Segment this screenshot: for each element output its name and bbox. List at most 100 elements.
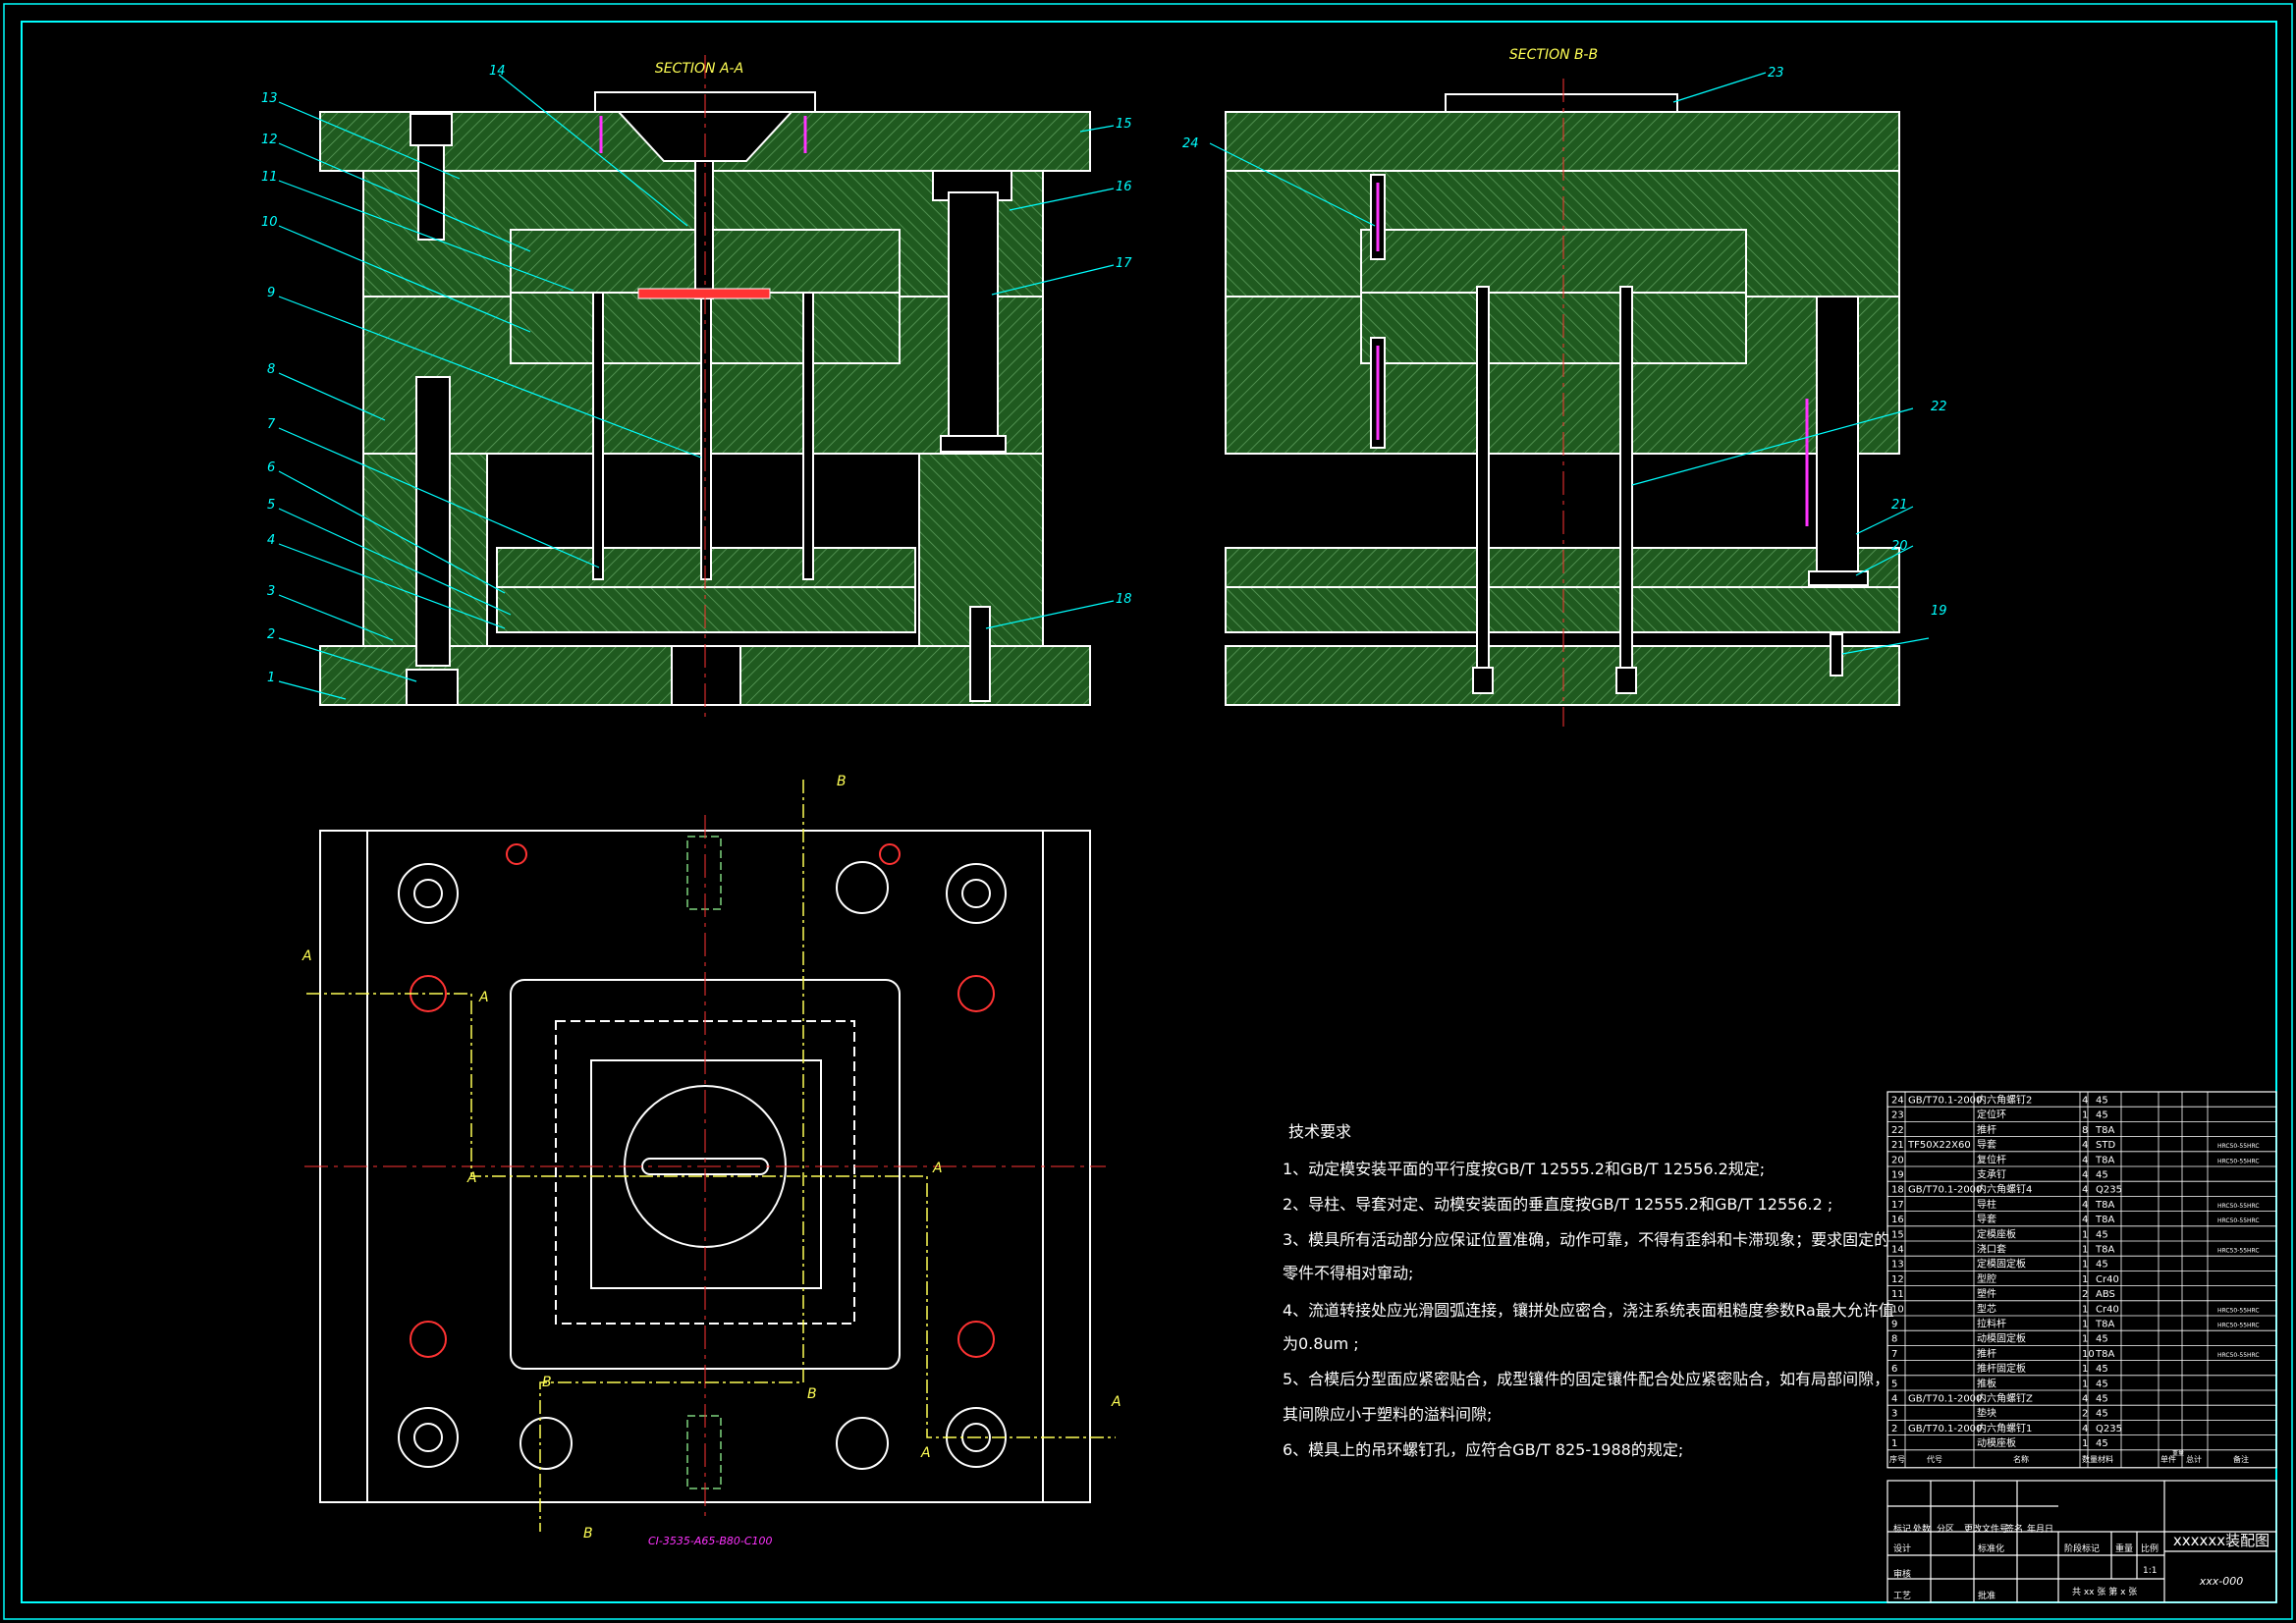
- leaders-a: [278, 72, 1930, 700]
- bom-cell-no: 23: [1891, 1110, 1904, 1121]
- screw-markers-b: [1376, 183, 1809, 526]
- bom-cell-name: 垫块: [1977, 1407, 1996, 1420]
- bom-cell-name: 浇口套: [1977, 1243, 2006, 1256]
- bom-cell-no: 24: [1891, 1096, 1904, 1107]
- tech-line-3: 3、模具所有活动部分应保证位置准确，动作可靠，不得有歪斜和卡滞现象；要求固定的: [1283, 1230, 1889, 1249]
- sprue-channel: [694, 160, 714, 299]
- callout-17: 17: [1116, 256, 1132, 271]
- callout-13: 13: [261, 91, 278, 106]
- bom-cell-note: HRC50-55HRC: [2217, 1203, 2260, 1210]
- bom-cell-code: GB/T70.1-2000: [1908, 1424, 1982, 1434]
- bom-cell-qty: 1: [2082, 1260, 2088, 1271]
- bom-cell-no: 1: [1891, 1438, 1897, 1449]
- bom-cell-qty: 4: [2082, 1200, 2088, 1211]
- bom-cell-no: 10: [1891, 1304, 1904, 1315]
- tb-role-process: 工艺: [1893, 1591, 1911, 1601]
- bom-cell-no: 3: [1891, 1409, 1897, 1420]
- bom-cell-mat: 45: [2096, 1379, 2108, 1389]
- bom-header-mat: 材料: [2098, 1454, 2113, 1464]
- bom-cell-mat: 45: [2096, 1260, 2108, 1271]
- bom-cell-name: 定模座板: [1977, 1227, 2016, 1240]
- bom-cell-name: 推杆: [1977, 1347, 1996, 1360]
- tech-line-7: 5、合模后分型面应紧密贴合，成型镶件的固定镶件配合处应紧密贴合，如有局部间隙，: [1283, 1370, 1889, 1388]
- bom-cell-note: HRC50-55HRC: [2217, 1352, 2260, 1359]
- bom-cell-mat: Q235: [2096, 1185, 2122, 1196]
- cut-line-b: [539, 780, 804, 1532]
- bom-cell-no: 19: [1891, 1170, 1904, 1181]
- tb-stage: 阶段标记: [2064, 1542, 2100, 1554]
- callout-7: 7: [267, 417, 276, 432]
- section-marks: A A A A A A B B B B B B: [301, 774, 1121, 1542]
- bom-cell-no: 11: [1891, 1289, 1904, 1300]
- bom-cell-code: GB/T70.1-2000: [1908, 1185, 1982, 1196]
- bom-cell-no: 12: [1891, 1274, 1904, 1285]
- bom-cell-no: 2: [1891, 1424, 1897, 1434]
- tech-line-9: 6、模具上的吊环螺钉孔，应符合GB/T 825-1988的规定;: [1283, 1440, 1683, 1459]
- cavity-insert-b: [1360, 229, 1747, 294]
- ejector-retainer-plate-b: [1225, 547, 1900, 588]
- bom-header-no: 序号: [1889, 1454, 1905, 1464]
- tb-label-count: 处数: [1913, 1523, 1931, 1535]
- section-bb-title: SECTION B-B: [1509, 47, 1598, 63]
- bom-cell-name: 动模固定板: [1977, 1332, 2026, 1345]
- bom-cell-qty: 1: [2082, 1110, 2088, 1121]
- bom-cell-mat: 45: [2096, 1409, 2108, 1420]
- tb-label-sign: 签名: [2005, 1523, 2023, 1535]
- section-aa-view: SECTION A-A: [319, 55, 1091, 717]
- callout-22: 22: [1931, 400, 1947, 414]
- tech-title: 技术要求: [1288, 1122, 1351, 1141]
- bom-header-qty: 数量: [2082, 1454, 2098, 1464]
- ejector-plate-b: [1225, 586, 1900, 633]
- bom-cell-name: 内六角螺钉Z: [1977, 1392, 2033, 1405]
- plan-insert: [590, 1059, 822, 1289]
- bom-cell-mat: T8A: [2095, 1200, 2114, 1211]
- callout-8: 8: [267, 362, 275, 377]
- callout-20: 20: [1891, 539, 1908, 554]
- cut-line-a: [306, 993, 1116, 1438]
- bom-cell-mat: T8A: [2095, 1125, 2114, 1136]
- bom-cell-qty: 2: [2082, 1409, 2088, 1420]
- bom-cell-mat: Cr40: [2096, 1274, 2119, 1285]
- ejector-pins-a: [592, 172, 814, 580]
- bom-header-note: 备注: [2233, 1454, 2249, 1464]
- mark-a-2: A: [478, 990, 489, 1005]
- bom-cell-no: 5: [1891, 1379, 1897, 1389]
- bom-header-w2: 总计: [2186, 1454, 2202, 1464]
- bom-cell-name: 复位杆: [1977, 1153, 2006, 1165]
- mark-a-6: A: [920, 1445, 931, 1461]
- bom-cell-mat: 45: [2096, 1364, 2108, 1375]
- bom-cell-mat: T8A: [2095, 1155, 2114, 1165]
- guide-pin-a: [948, 191, 999, 445]
- bom-cell-no: 20: [1891, 1155, 1904, 1165]
- bom-cell-no: 8: [1891, 1334, 1897, 1345]
- runner: [637, 288, 771, 299]
- tb-role-std: 标准化: [1978, 1542, 2004, 1554]
- bom-cell-qty: 1: [2082, 1274, 2088, 1285]
- tb-label-change: 更改文件号: [1964, 1523, 2008, 1535]
- bom-cell-no: 15: [1891, 1229, 1904, 1240]
- bom-cell-qty: 4: [2082, 1185, 2088, 1196]
- tech-line-2: 2、导柱、导套对定、动模安装面的垂直度按GB/T 12555.2和GB/T 12…: [1283, 1195, 1832, 1214]
- callout-10: 10: [261, 215, 278, 230]
- top-clamp-plate-b: [1225, 111, 1900, 172]
- bom-cell-note: HRC50-55HRC: [2217, 1323, 2260, 1329]
- bom-cell-qty: 1: [2082, 1364, 2088, 1375]
- drawing-number: xxx-000: [2199, 1575, 2244, 1588]
- callout-11: 11: [261, 170, 278, 185]
- tb-role-review: 审核: [1893, 1568, 1911, 1580]
- mark-a-1: A: [301, 948, 312, 964]
- bom-cell-mat: 45: [2096, 1170, 2108, 1181]
- bom-cell-qty: 1: [2082, 1304, 2088, 1315]
- bom-cell-no: 7: [1891, 1349, 1897, 1360]
- bom-cell-name: 动模座板: [1977, 1436, 2016, 1449]
- bom-cell-note: HRC50-55HRC: [2217, 1143, 2260, 1150]
- bom-cell-qty: 4: [2082, 1424, 2088, 1434]
- callout-3: 3: [267, 584, 275, 599]
- bom-cell-name: 推杆固定板: [1977, 1362, 2026, 1375]
- ejector-pins-b: [1472, 286, 1637, 694]
- tech-line-4: 零件不得相对窜动;: [1283, 1264, 1413, 1282]
- bom-cell-mat: ABS: [2096, 1289, 2115, 1300]
- bom-cell-mat: T8A: [2095, 1215, 2114, 1225]
- bom-cell-no: 4: [1891, 1394, 1897, 1405]
